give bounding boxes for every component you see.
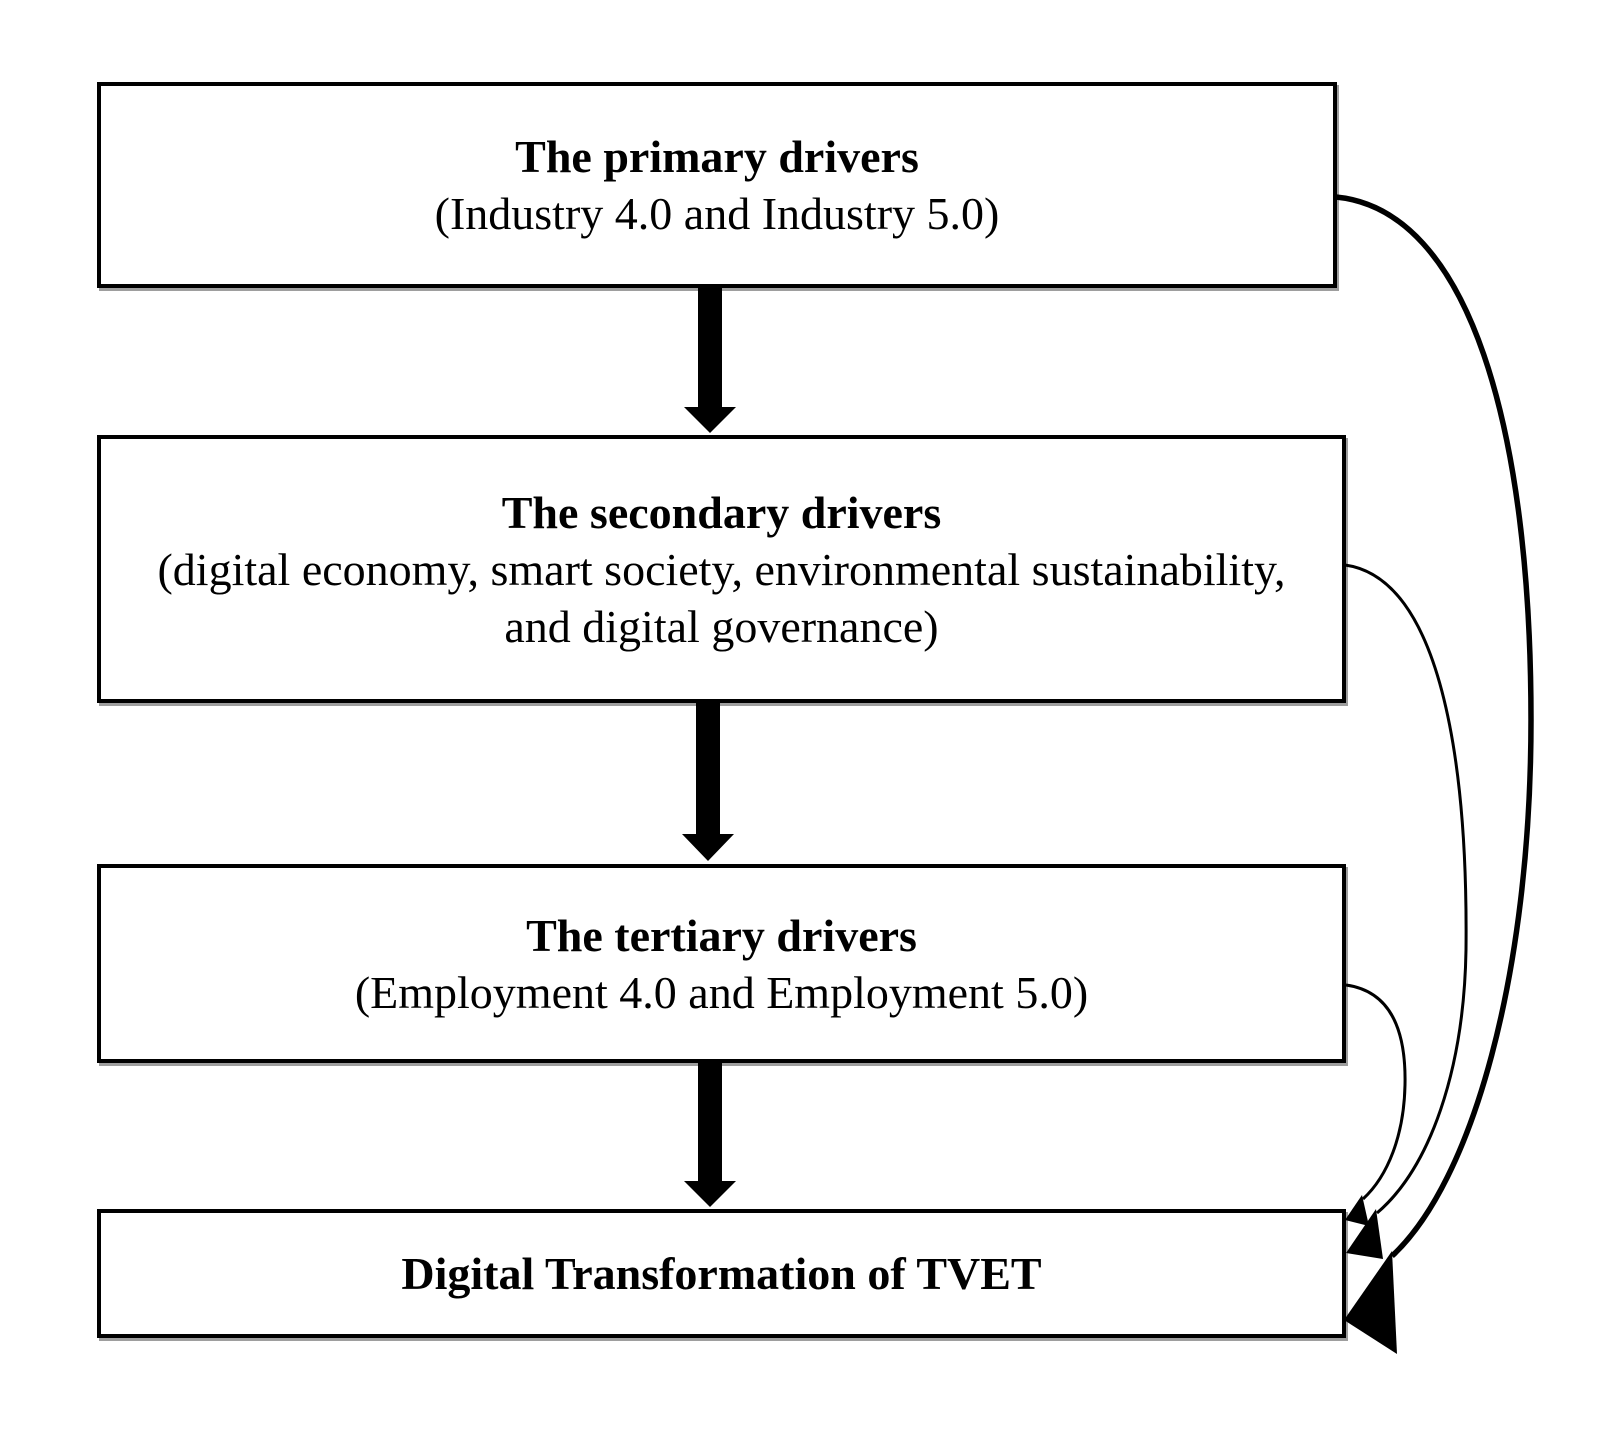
- box-tertiary-drivers: The tertiary drivers (Employment 4.0 and…: [97, 864, 1346, 1063]
- curve-arrow-primary-to-outcome: [1335, 194, 1534, 1259]
- outcome-title: Digital Transformation of TVET: [401, 1248, 1042, 1299]
- box-primary-drivers: The primary drivers (Industry 4.0 and In…: [97, 82, 1337, 288]
- down-arrow-primary-to-secondary-icon: [684, 288, 736, 433]
- secondary-drivers-subtitle-line1: (digital economy, smart society, environ…: [157, 543, 1286, 595]
- down-arrow-secondary-to-tertiary-icon: [682, 703, 734, 861]
- curve-arrow-tertiary-to-outcome: [1345, 983, 1407, 1201]
- primary-drivers-title: The primary drivers: [515, 131, 919, 182]
- secondary-drivers-title: The secondary drivers: [501, 486, 942, 538]
- down-arrow-tertiary-to-outcome-icon: [684, 1063, 736, 1207]
- curve-arrow-secondary-to-outcome: [1344, 563, 1468, 1215]
- curve-arrowhead-secondary-icon: [1346, 1209, 1383, 1259]
- curve-arrowhead-primary-icon: [1344, 1251, 1397, 1354]
- tertiary-drivers-title: The tertiary drivers: [526, 909, 917, 961]
- tertiary-drivers-subtitle: (Employment 4.0 and Employment 5.0): [354, 966, 1089, 1018]
- secondary-drivers-subtitle-line2: and digital governance): [504, 600, 939, 652]
- box-digital-transformation-of-tvet: Digital Transformation of TVET: [97, 1209, 1346, 1338]
- box-secondary-drivers: The secondary drivers (digital economy, …: [97, 435, 1346, 703]
- primary-drivers-subtitle: (Industry 4.0 and Industry 5.0): [434, 188, 1000, 239]
- curve-arrowhead-tertiary-icon: [1345, 1195, 1369, 1226]
